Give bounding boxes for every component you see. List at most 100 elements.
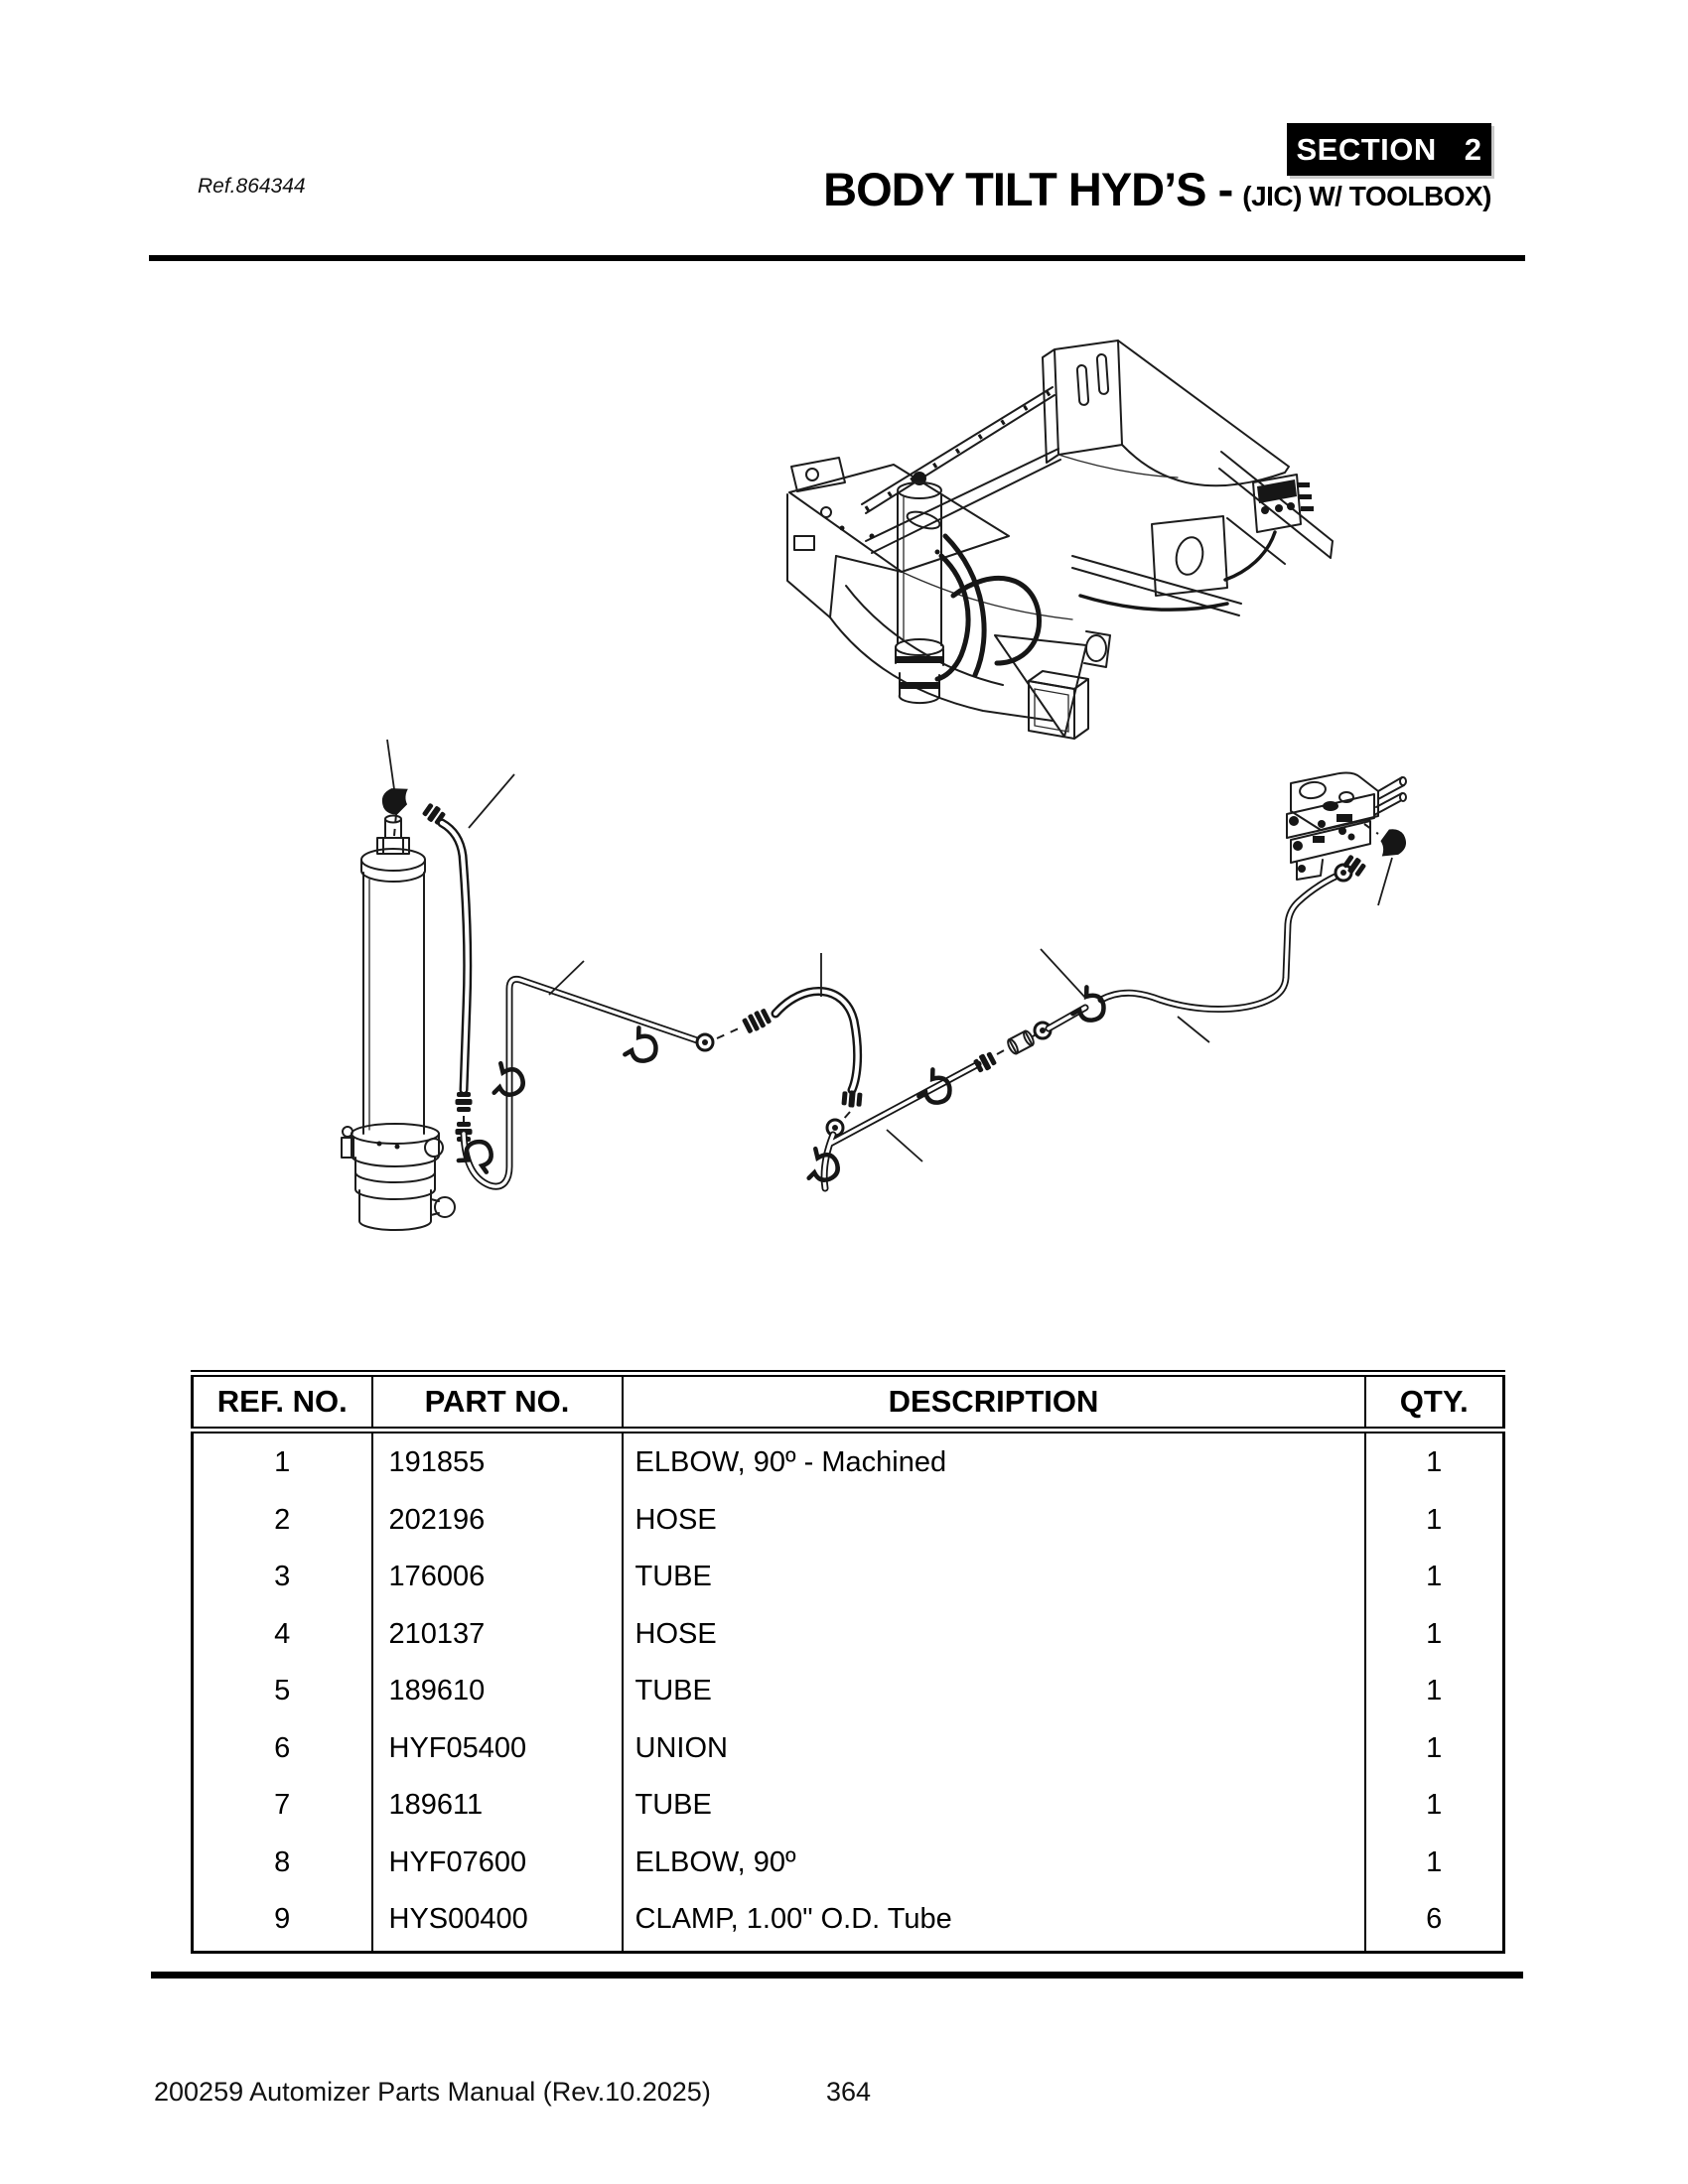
cell-desc: HOSE (622, 1606, 1366, 1664)
table-filler-row (192, 1949, 1504, 1953)
cell-ref: 5 (192, 1663, 373, 1721)
filler-cell (622, 1949, 1366, 1953)
front-bulkhead-panel (1042, 340, 1123, 464)
col-header-part-no: PART NO. (371, 1373, 624, 1433)
cell-ref: 9 (192, 1891, 373, 1949)
valve-assembly (1286, 771, 1407, 881)
leader-line-3 (548, 960, 585, 996)
cell-desc: TUBE (622, 1549, 1366, 1607)
installed-hoses (934, 533, 1229, 682)
footer-manual-info: 200259 Automizer Parts Manual (Rev.10.20… (154, 2077, 711, 2107)
section-number: 2 (1464, 131, 1482, 167)
rail-bolt-ticks (864, 389, 1053, 512)
cell-part: 189610 (371, 1663, 624, 1721)
cell-ref: 4 (192, 1606, 373, 1664)
cell-ref: 7 (192, 1777, 373, 1835)
clamp-9 (625, 1026, 661, 1064)
section-label: SECTION (1296, 131, 1437, 167)
leader-line-5 (886, 1129, 923, 1162)
elbow-fitting-1 (379, 739, 413, 837)
section-badge: SECTION 2 (1287, 123, 1491, 176)
cell-part: 210137 (371, 1606, 624, 1664)
filler-cell (1365, 1949, 1504, 1953)
tube-3 (455, 960, 742, 1186)
elbow-fitting-8 (1363, 823, 1410, 906)
hose-4 (742, 953, 863, 1122)
panel-slot (1095, 353, 1110, 395)
cell-qty: 1 (1426, 1445, 1443, 1478)
table-header-row: REF. NO. PART NO. DESCRIPTION QTY. (192, 1373, 1504, 1433)
cell-part: HYF05400 (371, 1720, 624, 1778)
tube-7 (1033, 853, 1368, 1043)
page-title: BODY TILT HYD’S - (JIC) W/ TOOLBOX) (823, 162, 1491, 216)
cell-qty: 1 (1426, 1675, 1443, 1707)
bracket-hole (1175, 536, 1204, 576)
filler-cell (371, 1949, 624, 1953)
hydraulic-cylinder-installed (895, 472, 944, 705)
deck-panel (1117, 340, 1290, 487)
cell-part: 191855 (371, 1430, 624, 1493)
gusset-hole (1085, 634, 1107, 662)
cell-desc: UNION (622, 1720, 1366, 1778)
cell-qty: 1 (1426, 1845, 1443, 1878)
cell-part: HYF07600 (371, 1834, 624, 1892)
hose-2 (420, 773, 515, 1126)
leader-line-2 (468, 773, 515, 829)
cell-ref: 8 (192, 1834, 373, 1892)
leader-line-8 (1377, 857, 1393, 906)
deck-lines (901, 454, 1179, 620)
hydraulic-cylinder (341, 814, 456, 1231)
cell-desc: ELBOW, 90º (622, 1834, 1366, 1892)
filler-cell (192, 1949, 373, 1953)
cell-ref: 1 (192, 1430, 373, 1493)
col-header-description: DESCRIPTION (622, 1373, 1366, 1433)
cell-qty: 6 (1426, 1903, 1443, 1936)
cell-part: HYS00400 (371, 1891, 624, 1949)
cell-part: 189611 (371, 1777, 624, 1835)
leader-line-7 (1177, 1016, 1210, 1043)
panel-slot (1075, 364, 1090, 406)
reference-note: Ref.864344 (198, 175, 306, 198)
col-header-ref-no: REF. NO. (192, 1373, 373, 1433)
cell-part: 176006 (371, 1549, 624, 1607)
frame-assembly-view (786, 340, 1334, 740)
union-6 (996, 1029, 1041, 1055)
exploded-parts-view (341, 739, 1410, 1231)
cell-desc: TUBE (622, 1777, 1366, 1835)
cell-ref: 2 (192, 1492, 373, 1550)
page-title-main: BODY TILT HYD’S - (823, 163, 1233, 215)
cell-qty: 1 (1426, 1504, 1443, 1537)
valve-block-installed (1223, 474, 1314, 582)
col-header-qty: QTY. (1364, 1373, 1504, 1433)
cell-ref: 3 (192, 1549, 373, 1607)
title-divider-rule (149, 255, 1525, 261)
cell-desc: HOSE (622, 1492, 1366, 1550)
page-title-suffix: (JIC) W/ TOOLBOX) (1242, 181, 1491, 211)
leader-line-1 (386, 739, 395, 790)
cell-qty: 1 (1426, 1617, 1443, 1650)
cell-desc: ELBOW, 90º - Machined (622, 1430, 1366, 1493)
cell-qty: 1 (1426, 1731, 1443, 1764)
cell-desc: TUBE (622, 1663, 1366, 1721)
footer-page-number: 364 (826, 2077, 872, 2107)
rear-frame-section (1071, 451, 1334, 616)
cell-qty: 1 (1426, 1789, 1443, 1822)
tube-5 (809, 1049, 998, 1188)
clamp-9 (1072, 986, 1109, 1024)
hitch-assembly (786, 457, 1054, 722)
cell-qty: 1 (1426, 1561, 1443, 1593)
cell-ref: 6 (192, 1720, 373, 1778)
